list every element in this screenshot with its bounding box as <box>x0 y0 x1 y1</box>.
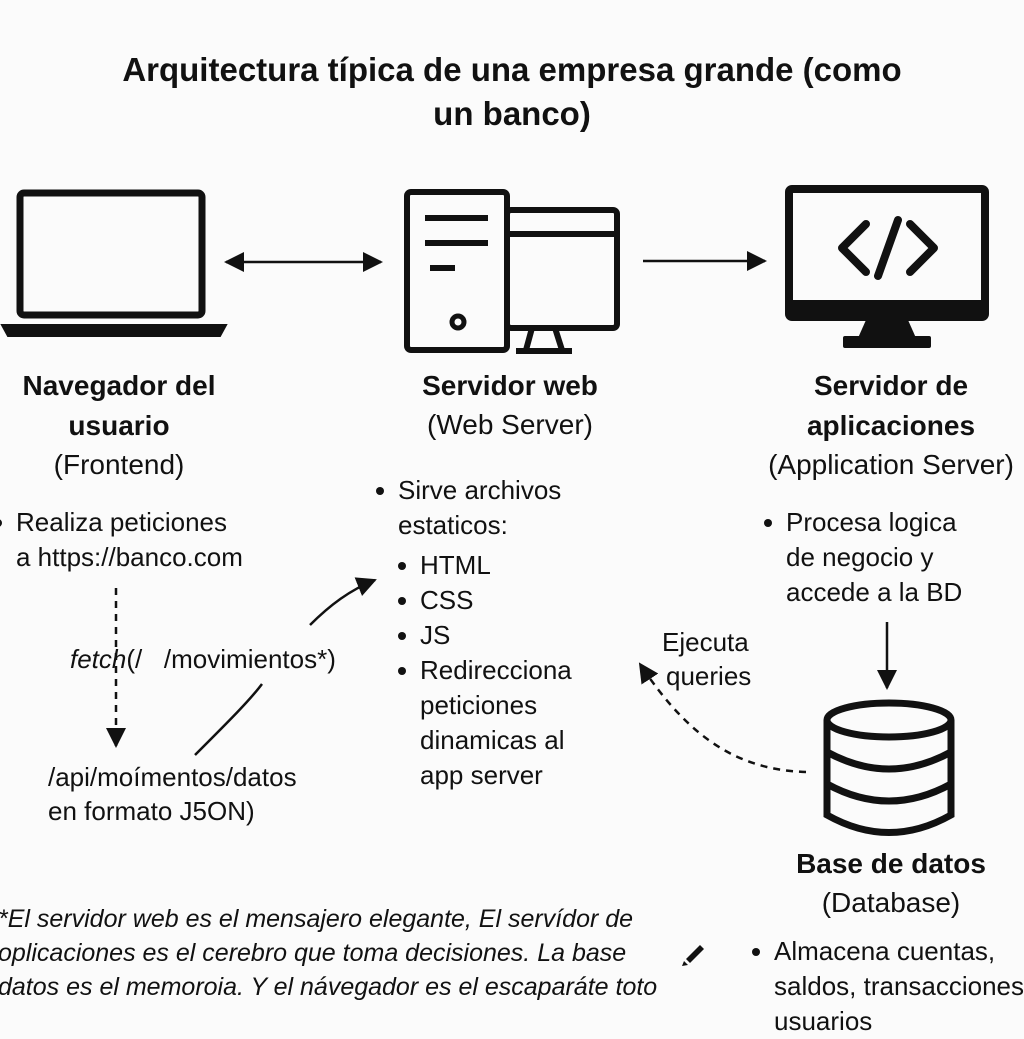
database-bullet-line-1: Almacena cuentas, <box>774 936 996 966</box>
queries-line-1: Ejecuta <box>662 627 749 657</box>
list-item: CSS <box>396 583 596 618</box>
list-item: Procesa logica de negocio y accede a la … <box>762 505 982 610</box>
browser-title-1: Navegador del <box>22 370 216 401</box>
footnote-line-3: datos es el memoroia. Y el návegador es … <box>0 973 658 1001</box>
fetch-keyword: fetch <box>70 644 127 674</box>
database-subtitle: (Database) <box>821 887 961 918</box>
queries-label: Ejecuta queries <box>662 625 751 693</box>
webserver-title: Servidor web <box>422 370 598 401</box>
response-line-2: en formato J5ON) <box>48 796 255 826</box>
title-line-2: un banco) <box>433 95 591 132</box>
response-line-1: /api/moímentos/datos <box>48 762 297 792</box>
browser-title-2: usuario <box>68 410 170 441</box>
webserver-node: Servidor web (Web Server) <box>382 366 638 444</box>
database-icon <box>823 699 955 836</box>
code-monitor-icon <box>785 185 989 348</box>
arrow-to-webserver-curve-top <box>309 577 377 626</box>
title-line-1: Arquitectura típica de una empresa grand… <box>122 51 902 88</box>
footnote-line-1: *El servidor web es el mensajero elegant… <box>0 905 634 933</box>
browser-bullet-line-2: a https://banco.com <box>16 542 243 572</box>
fetch-label: fetch(/ /movimientos*) <box>70 642 336 676</box>
diagram-title: Arquitectura típica de una empresa grand… <box>0 48 1024 136</box>
fetch-path: (/ /movimientos*) <box>126 644 336 674</box>
webserver-subtitle: (Web Server) <box>427 409 593 440</box>
queries-line-2: queries <box>666 661 752 691</box>
browser-node: Navegador del usuario (Frontend) <box>0 366 238 484</box>
list-item: Realiza peticiones a https://banco.com <box>0 505 292 575</box>
response-label: /api/moímentos/datos en formato J5ON) <box>48 760 297 828</box>
appserver-subtitle: (Application Server) <box>768 449 1014 480</box>
database-node: Base de datos (Database) <box>760 844 1022 922</box>
footnote: *El servidor web es el mensajero elegant… <box>0 902 738 1004</box>
browser-subtitle: (Frontend) <box>53 449 185 480</box>
browser-bullets: Realiza peticiones a https://banco.com <box>0 505 292 575</box>
appserver-title-2: aplicaciones <box>806 410 976 441</box>
webserver-sub-bullets: HTML CSS JS Redirecciona peticiones dina… <box>396 548 596 793</box>
list-item: Almacena cuentas, saldos, transacciones … <box>750 934 1024 1039</box>
server-monitor-icon <box>404 189 620 354</box>
appserver-bullets: Procesa logica de negocio y accede a la … <box>762 505 982 610</box>
appserver-node: Servidor de aplicaciones (Application Se… <box>746 366 1024 484</box>
laptop-icon <box>0 189 228 337</box>
footnote-line-2: oplicaciones es el cerebro que toma deci… <box>0 939 627 967</box>
browser-bullet-line-1: Realiza peticiones <box>16 507 228 537</box>
list-item: JS <box>396 618 596 653</box>
database-bullet-line-3: usuarios <box>774 1006 873 1036</box>
database-bullet-line-2: saldos, transacciones <box>774 971 1024 1001</box>
arrow-to-webserver-curve <box>194 683 263 756</box>
appserver-title-1: Servidor de <box>813 370 969 401</box>
list-item: HTML <box>396 548 596 583</box>
database-bullets: Almacena cuentas, saldos, transacciones … <box>750 934 1024 1039</box>
arrow-queries-dashed <box>638 662 807 774</box>
list-item: Sirve archivos estaticos: <box>374 473 584 543</box>
list-item: Redirecciona peticiones dinamicas al app… <box>396 653 590 793</box>
webserver-bullets: Sirve archivos estaticos: <box>374 473 584 543</box>
database-title: Base de datos <box>796 848 986 879</box>
pencil-icon <box>682 945 704 966</box>
